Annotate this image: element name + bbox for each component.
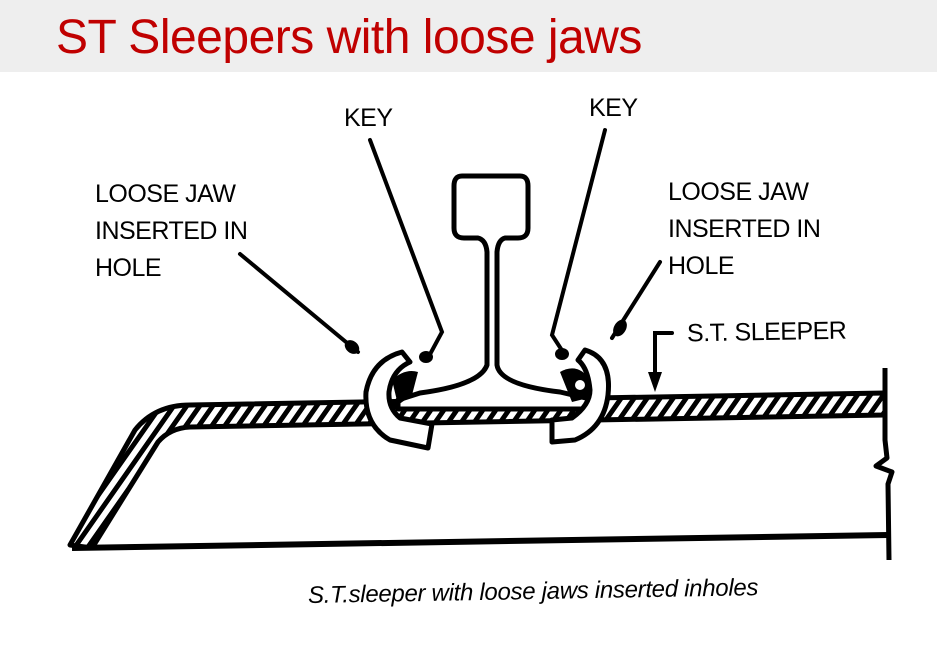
label-line: HOLE xyxy=(95,254,162,282)
loose-jaw-right xyxy=(549,347,612,445)
label-line: HOLE xyxy=(668,252,735,280)
loose-jaw-left xyxy=(363,349,435,451)
label-key-right: KEY xyxy=(589,94,638,122)
label-line: INSERTED IN xyxy=(95,217,248,245)
label-key-left: KEY xyxy=(344,104,393,132)
label-line: LOOSE JAW xyxy=(668,178,809,206)
st-sleeper-plate xyxy=(67,368,895,561)
label-line: INSERTED IN xyxy=(668,215,821,243)
page-title: ST Sleepers with loose jaws xyxy=(56,11,642,64)
label-line: LOOSE JAW xyxy=(95,180,236,208)
label-loose-jaw-right: LOOSE JAW INSERTED IN HOLE xyxy=(668,174,821,285)
title-bar: ST Sleepers with loose jaws xyxy=(0,0,937,72)
label-loose-jaw-left: LOOSE JAW INSERTED IN HOLE xyxy=(95,176,248,287)
label-st-sleeper: S.T. SLEEPER xyxy=(686,316,847,348)
leader-lines xyxy=(238,128,674,382)
arrowheads xyxy=(344,319,662,392)
